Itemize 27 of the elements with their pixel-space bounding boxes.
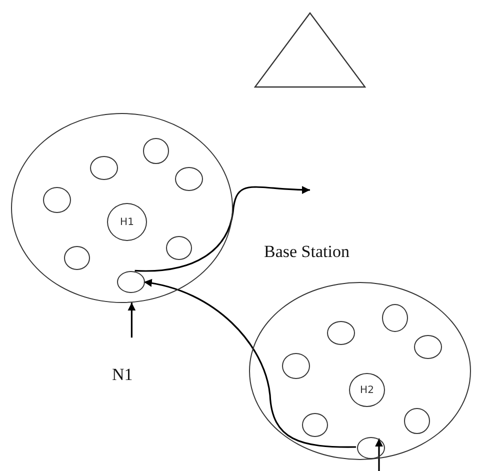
sensor-node-circle xyxy=(327,321,355,345)
head-node-circle xyxy=(349,373,385,407)
network-label: N1 xyxy=(112,365,133,385)
sensor-node-circle xyxy=(143,138,169,164)
head-node-circle xyxy=(107,203,147,241)
sensor-node-circle xyxy=(90,156,118,180)
arrow xyxy=(134,186,310,272)
sensor-node-circle xyxy=(64,246,90,270)
cluster-ellipse xyxy=(11,113,233,303)
arrow xyxy=(375,438,383,471)
sensor-node-circle xyxy=(382,304,408,332)
cluster-ellipse xyxy=(249,282,471,460)
sensor-node-circle xyxy=(43,187,71,213)
arrow xyxy=(144,279,356,448)
sensor-node-circle xyxy=(302,413,328,437)
station-label: Base Station xyxy=(264,190,372,262)
sensor-node-circle xyxy=(357,437,385,459)
head-node-label: H1 xyxy=(120,216,134,228)
sensor-node-circle xyxy=(175,167,203,191)
sensor-node-circle xyxy=(166,236,192,260)
sensor-node-circle xyxy=(404,408,430,434)
base-station-triangle xyxy=(254,12,366,88)
sensor-node-circle xyxy=(414,335,442,359)
sensor-node-circle xyxy=(282,353,310,379)
head-node-label: H2 xyxy=(360,384,374,396)
sensor-node-circle xyxy=(117,271,145,293)
arrow xyxy=(128,302,136,338)
